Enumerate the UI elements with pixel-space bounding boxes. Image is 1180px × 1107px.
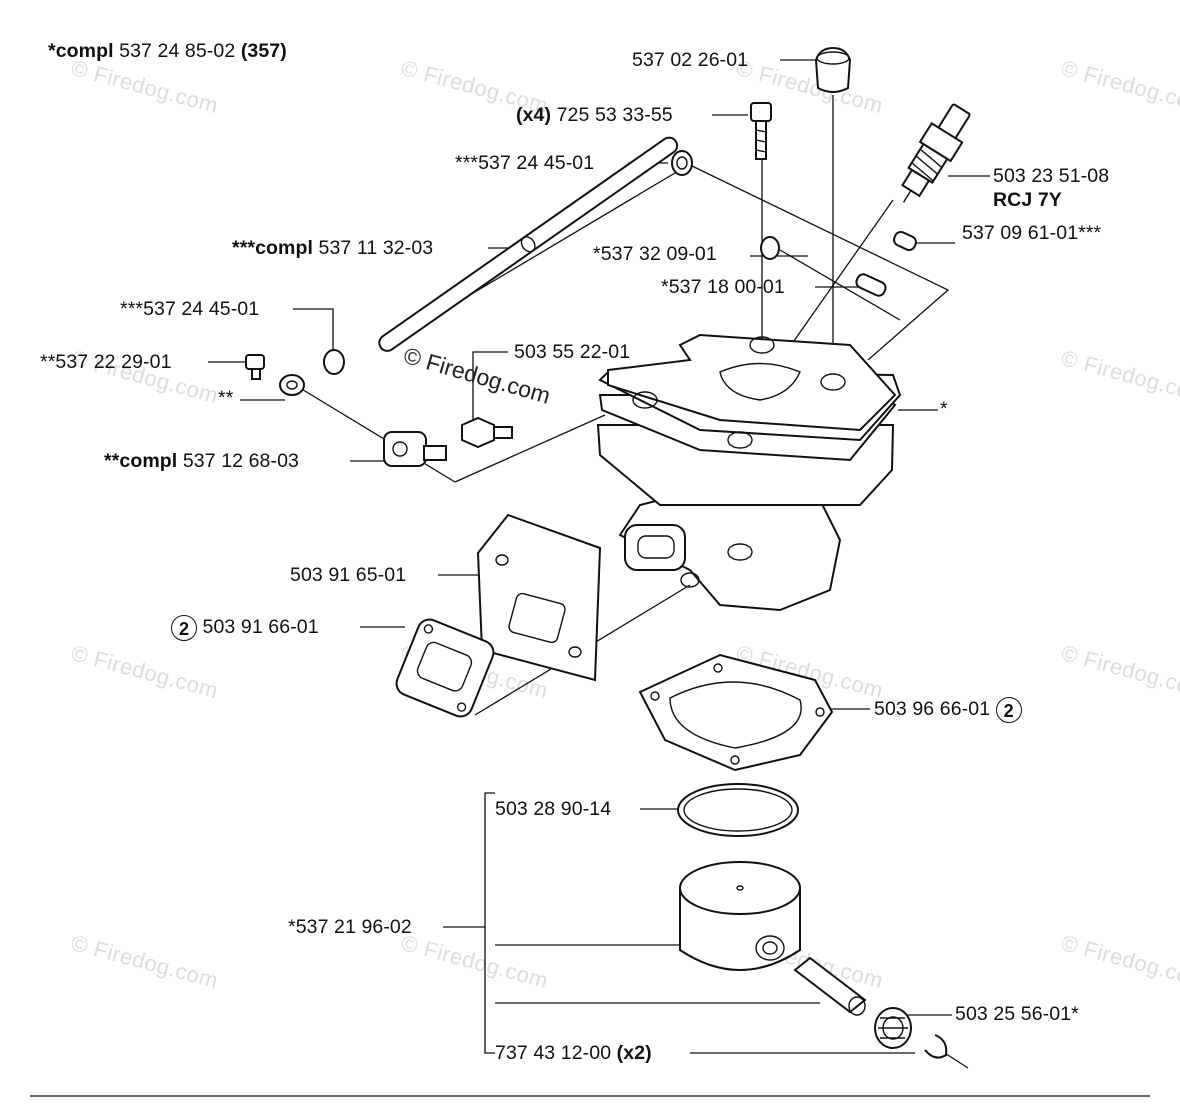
valve-label: **compl 537 12 68-03 — [104, 450, 299, 472]
heat-shield-part — [476, 513, 602, 682]
clip-left-label: ***537 24 45-01 — [120, 298, 260, 320]
base-gasket-label: 503 96 66-01 2 — [874, 697, 1022, 723]
base-gasket-number: 503 96 66-01 — [874, 698, 991, 721]
sleeve-right-part — [893, 230, 917, 252]
piston-label: *537 21 96-02 — [288, 916, 412, 938]
tube-prefix: ***compl — [232, 237, 313, 259]
quantity-badge: 2 — [171, 615, 197, 641]
clip-mid-part — [760, 236, 780, 260]
header-label: *compl 537 24 85-02 (357) — [48, 40, 287, 62]
clip-left-part — [323, 349, 345, 375]
clip-mid-label: *537 32 09-01 — [593, 243, 717, 265]
circlip-part — [924, 1034, 948, 1059]
cylinder-part — [596, 333, 902, 612]
cylinder-label: * — [940, 398, 948, 420]
bolt-label: (x4) 725 53 33-55 — [516, 104, 673, 126]
base-gasket-part — [638, 653, 834, 772]
bolt-part — [750, 102, 772, 160]
circlip-label: 737 43 12-00 (x2) — [495, 1042, 652, 1064]
piston-pin-part — [793, 956, 867, 1016]
washer-label: ** — [218, 387, 234, 409]
spark-plug-type-label: RCJ 7Y — [993, 189, 1062, 211]
tube-part — [378, 136, 679, 352]
piston-ring-part — [677, 783, 799, 837]
plug-screw-part — [245, 354, 265, 380]
sleeve-mid-label: *537 18 00-01 — [661, 276, 785, 298]
nipple-label: 503 55 22-01 — [514, 341, 631, 363]
circlip-qty: (x2) — [616, 1042, 652, 1064]
sleeve-mid-part — [855, 273, 887, 297]
plug-screw-label: **537 22 29-01 — [40, 351, 172, 373]
cap-label: 537 02 26-01 — [632, 49, 749, 71]
header-number: 537 24 85-02 — [119, 40, 236, 62]
tube-label: ***compl 537 11 32-03 — [232, 237, 433, 259]
needle-bearing-part — [874, 1007, 912, 1049]
bolt-qty: (x4) — [516, 104, 552, 126]
clip-top-label: ***537 24 45-01 — [455, 152, 595, 174]
heat-shield-label: 503 91 65-01 — [290, 564, 407, 586]
header-prefix: *compl — [48, 40, 114, 62]
spark-plug-part — [901, 103, 971, 203]
exhaust-gasket-part — [395, 618, 495, 718]
circlip-number: 737 43 12-00 — [495, 1042, 612, 1064]
piston-part — [679, 861, 801, 971]
quantity-badge: 2 — [995, 697, 1022, 723]
spark-plug-label: 503 23 51-08 — [993, 165, 1110, 187]
washer-part — [279, 374, 305, 396]
sleeve-right-label: 537 09 61-01*** — [962, 222, 1102, 244]
valve-number: 537 12 68-03 — [182, 450, 299, 472]
gasket-number: 503 91 66-01 — [202, 616, 319, 639]
gasket-label: 2 503 91 66-01 — [171, 615, 319, 641]
ring-label: 503 28 90-14 — [495, 798, 612, 820]
clip-top-part — [671, 150, 693, 176]
tube-number: 537 11 32-03 — [318, 237, 434, 259]
bearing-label: 503 25 56-01* — [955, 1003, 1079, 1025]
header-suffix: (357) — [240, 40, 287, 62]
bolt-number: 725 53 33-55 — [556, 104, 673, 126]
valve-part — [383, 431, 447, 467]
nipple-part — [461, 416, 513, 449]
valve-prefix: **compl — [104, 450, 178, 472]
cap-part — [814, 46, 852, 93]
leader-lines — [30, 59, 1150, 1097]
